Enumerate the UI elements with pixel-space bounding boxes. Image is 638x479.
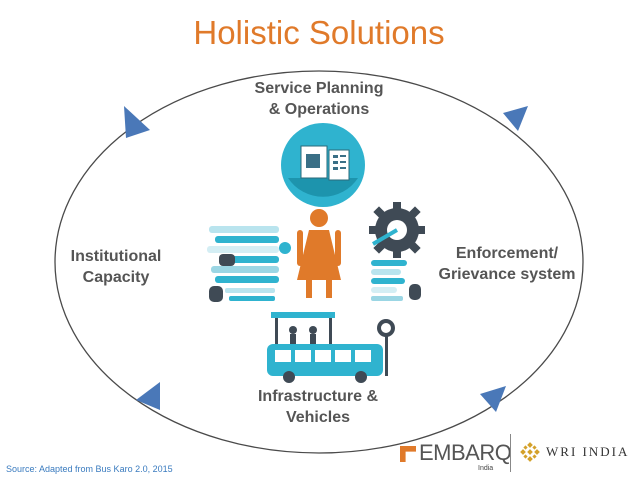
institutional-icon (207, 226, 291, 302)
embarq-mark-icon (400, 446, 416, 462)
gear-icon (369, 202, 425, 258)
wri-india-logo: WRI INDIA (546, 444, 630, 459)
document-icon (281, 123, 365, 207)
label-service-planning: Service Planning& Operations (254, 80, 384, 118)
embarq-subtitle: India (478, 465, 494, 472)
bus-stop-sign-icon (377, 319, 395, 376)
woman-icon (297, 209, 341, 298)
arrow-top-left (124, 106, 150, 138)
wri-mark-icon (520, 442, 540, 462)
arrow-top-right (503, 106, 528, 131)
source-note: Source: Adapted from Bus Karo 2.0, 2015 (6, 464, 173, 474)
bus-stop-icon (271, 312, 335, 352)
embarq-logo: EMBARQ (400, 440, 512, 466)
central-illustration (207, 123, 425, 383)
label-enforcement: Enforcement/Grievance system (438, 245, 576, 283)
diagram-title: Holistic Solutions (193, 14, 445, 51)
arrow-bottom-right (480, 386, 506, 412)
label-infrastructure: Infrastructure &Vehicles (257, 388, 379, 426)
bus-icon (267, 344, 383, 383)
arrow-bottom-left (136, 382, 160, 410)
logos: EMBARQ India WRI INDIA (400, 434, 632, 474)
enforcement-icon (371, 260, 421, 301)
logo-divider (510, 434, 511, 472)
